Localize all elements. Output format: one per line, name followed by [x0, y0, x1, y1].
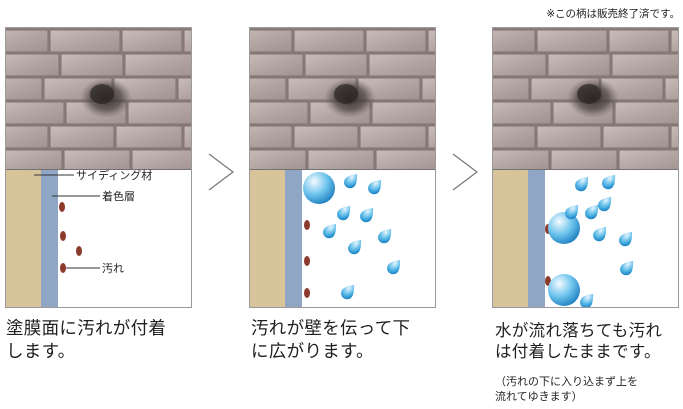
water-bead	[303, 172, 335, 204]
caption-step-1: 塗膜面に汚れが付着 します。	[6, 318, 166, 364]
dirt-spot	[304, 288, 310, 298]
caption-step-3: 水が流れ落ちても汚れ は付着したままです。	[495, 320, 662, 362]
water-drop-icon	[384, 256, 405, 277]
color-layer	[41, 170, 58, 307]
cross-section-diagram: サイディング材 着色層 汚れ	[6, 169, 191, 307]
label-siding: サイディング材	[76, 169, 152, 182]
dirt-spot	[59, 202, 65, 212]
water-drop-icon	[572, 173, 593, 194]
cross-section-diagram	[493, 169, 678, 307]
water-drop-icon	[338, 281, 359, 302]
water-bead	[548, 274, 580, 306]
water-drop-icon	[616, 228, 637, 249]
note-text: （汚れの下に入り込まず上を 流れてゆきます）	[495, 375, 638, 403]
dirt-spot	[76, 246, 82, 256]
water-bead	[548, 212, 580, 244]
caption-text: 汚れが壁を伝って下 に広がります。	[251, 319, 411, 362]
water-drop-icon	[599, 171, 620, 192]
caption-step-2: 汚れが壁を伝って下 に広がります。	[251, 318, 410, 364]
siding-layer	[493, 170, 528, 307]
siding-layer	[250, 170, 285, 307]
water-drop-icon	[341, 170, 362, 191]
step-arrow-icon	[208, 153, 234, 191]
panel-3	[492, 27, 679, 308]
dirt-spot	[304, 256, 310, 266]
wall-photo	[493, 28, 678, 169]
water-drop-icon	[334, 202, 355, 223]
dirt-spot	[60, 231, 66, 241]
panel-2	[249, 27, 436, 308]
water-drop-icon	[320, 220, 341, 241]
dirt-spot	[60, 263, 66, 273]
label-color-layer: 着色層	[102, 189, 135, 203]
wall-photo	[6, 28, 191, 169]
water-drop-icon	[375, 225, 396, 246]
siding-layer	[6, 170, 41, 307]
step-arrow-icon	[452, 153, 478, 191]
cross-section-diagram	[250, 169, 435, 307]
discontinued-notice: ※この柄は販売終了済です。	[546, 8, 680, 20]
label-dirt: 汚れ	[102, 262, 124, 275]
color-layer	[528, 170, 545, 307]
water-drop-icon	[590, 223, 611, 244]
water-drop-icon	[617, 257, 638, 278]
wall-photo	[250, 28, 435, 169]
water-drop-icon	[595, 193, 616, 214]
caption-text: 塗膜面に汚れが付着 します。	[6, 319, 167, 362]
water-drop-icon	[365, 176, 386, 197]
water-drop-icon	[357, 204, 378, 225]
dirt-spot	[304, 220, 310, 230]
water-drop-icon	[577, 290, 598, 307]
water-drop-icon	[345, 236, 366, 257]
caption-step-3-note: （汚れの下に入り込まず上を 流れてゆきます）	[495, 374, 683, 404]
color-layer	[285, 170, 302, 307]
panel-1: サイディング材 着色層 汚れ	[5, 27, 192, 308]
caption-text: 水が流れ落ちても汚れ は付着したままです。	[495, 321, 663, 361]
